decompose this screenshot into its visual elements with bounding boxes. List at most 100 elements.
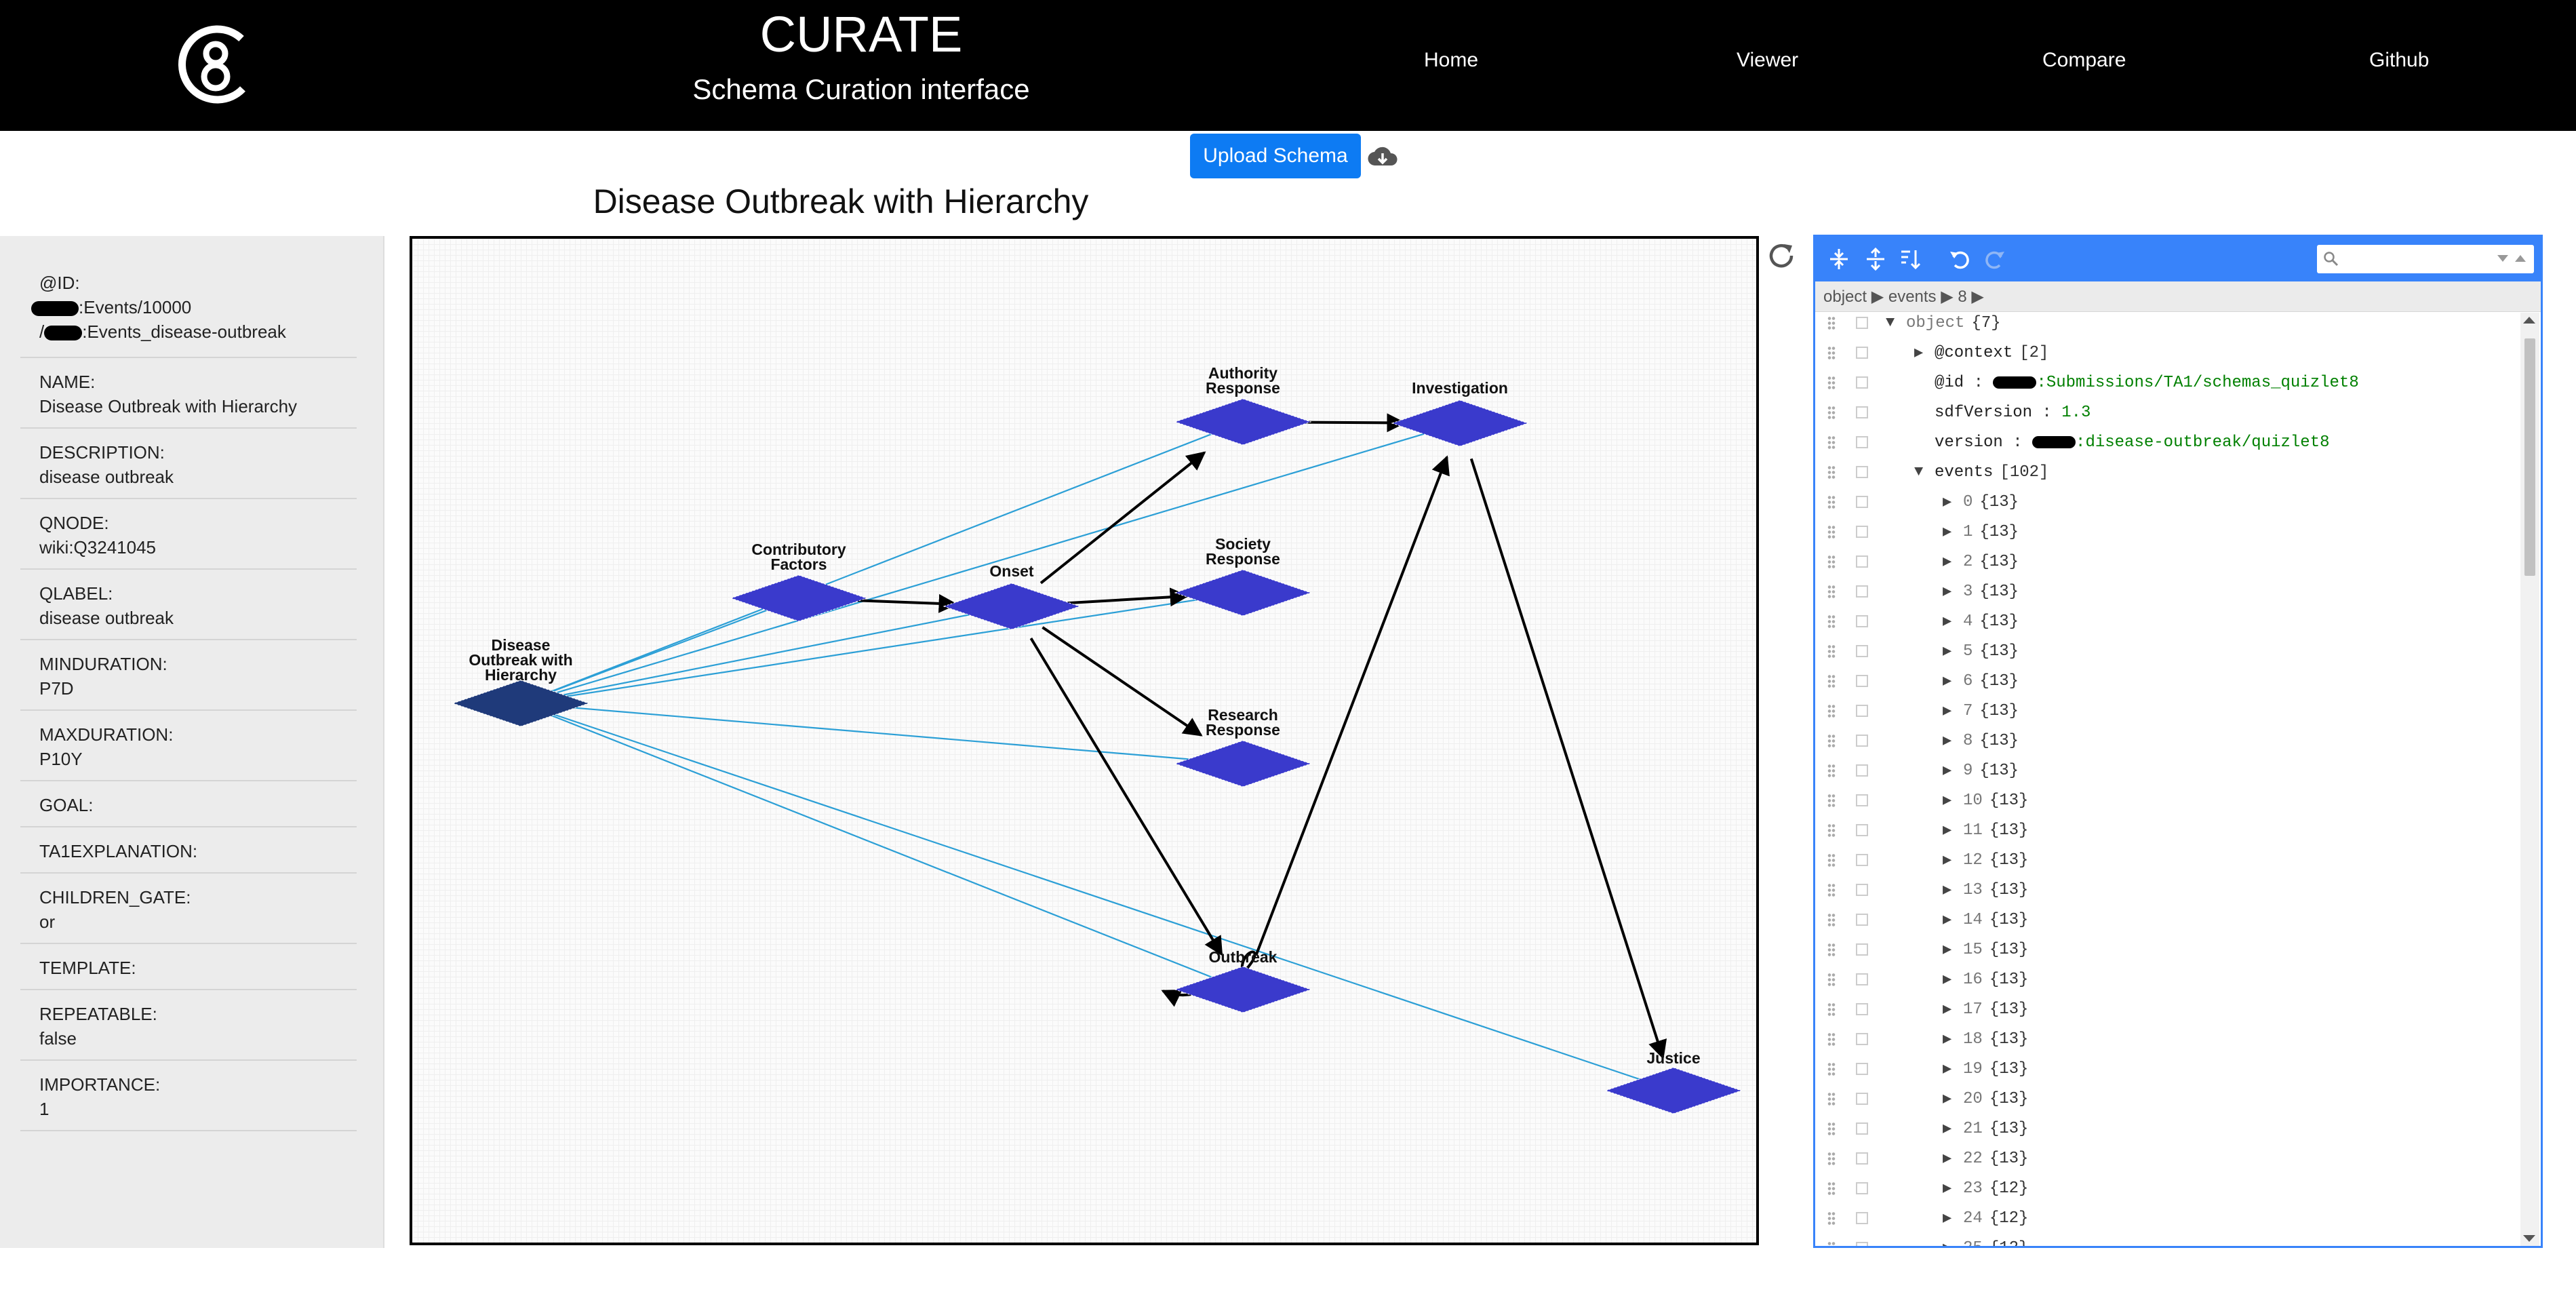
json-value[interactable]: :disease-outbreak/quizlet8 (2076, 433, 2330, 452)
json-tree-row[interactable]: ▶@context[2] (1815, 338, 2519, 368)
drag-handle-icon[interactable] (1827, 555, 1836, 570)
context-menu-button[interactable] (1856, 705, 1868, 717)
json-tree-row[interactable]: ▶24{12} (1815, 1204, 2519, 1234)
drag-handle-icon[interactable] (1827, 346, 1836, 361)
json-key[interactable]: 0 (1963, 493, 1973, 511)
expand-toggle-icon[interactable]: ▶ (1943, 732, 1952, 749)
node-diamond[interactable] (730, 574, 868, 622)
json-key[interactable]: 20 (1963, 1090, 1983, 1108)
expand-toggle-icon[interactable]: ▶ (1943, 1031, 1952, 1048)
context-menu-button[interactable] (1856, 824, 1868, 836)
node-diamond[interactable] (1174, 569, 1312, 617)
drag-handle-icon[interactable] (1827, 644, 1836, 659)
breadcrumb-item[interactable]: events (1888, 288, 1937, 306)
drag-handle-icon[interactable] (1827, 406, 1836, 421)
graph-node-investigation[interactable]: Investigation (1391, 379, 1529, 447)
expand-toggle-icon[interactable]: ▶ (1943, 1180, 1952, 1197)
drag-handle-icon[interactable] (1827, 1032, 1836, 1047)
json-tree-row[interactable]: ▶12{13} (1815, 846, 2519, 876)
json-tree-row[interactable]: @id : :Submissions/TA1/schemas_quizlet8 (1815, 368, 2519, 398)
drag-handle-icon[interactable] (1827, 734, 1836, 749)
json-key[interactable]: 2 (1963, 553, 1973, 571)
json-tree-row[interactable]: ▶23{12} (1815, 1174, 2519, 1204)
drag-handle-icon[interactable] (1827, 1122, 1836, 1137)
context-menu-button[interactable] (1856, 1152, 1868, 1165)
json-key[interactable]: 13 (1963, 881, 1983, 899)
json-key[interactable]: 22 (1963, 1150, 1983, 1168)
drag-handle-icon[interactable] (1827, 1211, 1836, 1226)
json-tree-row[interactable]: ▼events[102] (1815, 458, 2519, 488)
json-key[interactable]: 23 (1963, 1179, 1983, 1198)
expand-toggle-icon[interactable]: ▶ (1943, 583, 1952, 600)
context-menu-button[interactable] (1856, 526, 1868, 538)
context-menu-button[interactable] (1856, 376, 1868, 389)
json-tree-row[interactable]: ▶16{13} (1815, 965, 2519, 995)
json-tree-row[interactable]: ▼object{7} (1815, 313, 2519, 338)
expand-toggle-icon[interactable]: ▶ (1943, 553, 1952, 570)
drag-handle-icon[interactable] (1827, 495, 1836, 510)
drag-handle-icon[interactable] (1827, 764, 1836, 779)
json-tree-row[interactable]: ▶25{12} (1815, 1234, 2519, 1246)
expand-toggle-icon[interactable]: ▶ (1943, 1150, 1952, 1167)
json-value[interactable]: :Submissions/TA1/schemas_quizlet8 (2036, 374, 2359, 392)
drag-handle-icon[interactable] (1827, 883, 1836, 898)
json-tree-row[interactable]: ▶0{13} (1815, 488, 2519, 517)
drag-handle-icon[interactable] (1827, 614, 1836, 629)
graph-node-justice[interactable]: Justice (1604, 1049, 1743, 1114)
drag-handle-icon[interactable] (1827, 465, 1836, 480)
json-tree-row[interactable]: ▶22{13} (1815, 1144, 2519, 1174)
json-key[interactable]: version (1935, 433, 2003, 452)
context-menu-button[interactable] (1856, 645, 1868, 657)
expand-toggle-icon[interactable]: ▶ (1943, 1120, 1952, 1137)
json-editor[interactable]: object ▶ events ▶ 8 ▶ ▼object{7}▶@contex… (1813, 235, 2543, 1248)
nav-viewer-link[interactable]: Viewer (1737, 49, 1799, 71)
json-key[interactable]: 24 (1963, 1209, 1983, 1228)
context-menu-button[interactable] (1856, 466, 1868, 478)
json-tree-row[interactable]: ▶19{13} (1815, 1055, 2519, 1085)
context-menu-button[interactable] (1856, 406, 1868, 418)
json-tree-row[interactable]: ▶20{13} (1815, 1085, 2519, 1114)
context-menu-button[interactable] (1856, 347, 1868, 359)
graph-node-outbreak[interactable]: Outbreak (1174, 948, 1312, 1013)
expand-toggle-icon[interactable]: ▶ (1943, 852, 1952, 869)
context-menu-button[interactable] (1856, 1182, 1868, 1194)
json-key[interactable]: 14 (1963, 911, 1983, 929)
context-menu-button[interactable] (1856, 1242, 1868, 1246)
node-diamond[interactable] (452, 680, 590, 727)
node-diamond[interactable] (1174, 740, 1312, 787)
drag-handle-icon[interactable] (1827, 316, 1836, 331)
expand-toggle-icon[interactable]: ▶ (1943, 882, 1952, 899)
json-tree-row[interactable]: ▶11{13} (1815, 816, 2519, 846)
breadcrumb-item[interactable]: 8 (1958, 288, 1967, 306)
context-menu-button[interactable] (1856, 496, 1868, 508)
undo-icon[interactable] (1948, 248, 1971, 271)
breadcrumb-item[interactable]: object (1823, 288, 1867, 306)
json-key[interactable]: 3 (1963, 583, 1973, 601)
collapse-all-icon[interactable] (1864, 248, 1887, 271)
drag-handle-icon[interactable] (1827, 943, 1836, 958)
json-key[interactable]: 12 (1963, 851, 1983, 870)
expand-toggle-icon[interactable]: ▶ (1943, 971, 1952, 988)
expand-toggle-icon[interactable]: ▶ (1943, 643, 1952, 660)
expand-toggle-icon[interactable]: ▶ (1943, 1061, 1952, 1078)
drag-handle-icon[interactable] (1827, 674, 1836, 689)
json-tree-row[interactable]: version : :disease-outbreak/quizlet8 (1815, 428, 2519, 458)
json-key[interactable]: 16 (1963, 971, 1983, 989)
json-key[interactable]: 17 (1963, 1000, 1983, 1019)
json-key[interactable]: 8 (1963, 732, 1973, 750)
cloud-download-icon[interactable] (1367, 144, 1398, 171)
context-menu-button[interactable] (1856, 1093, 1868, 1105)
refresh-icon[interactable] (1766, 240, 1797, 271)
drag-handle-icon[interactable] (1827, 376, 1836, 391)
context-menu-button[interactable] (1856, 794, 1868, 806)
expand-toggle-icon[interactable]: ▶ (1943, 941, 1952, 958)
search-next-icon[interactable] (2496, 253, 2510, 264)
json-tree-row[interactable]: ▶13{13} (1815, 876, 2519, 905)
expand-toggle-icon[interactable]: ▶ (1943, 792, 1952, 809)
context-menu-button[interactable] (1856, 615, 1868, 627)
json-key[interactable]: 25 (1963, 1239, 1983, 1246)
